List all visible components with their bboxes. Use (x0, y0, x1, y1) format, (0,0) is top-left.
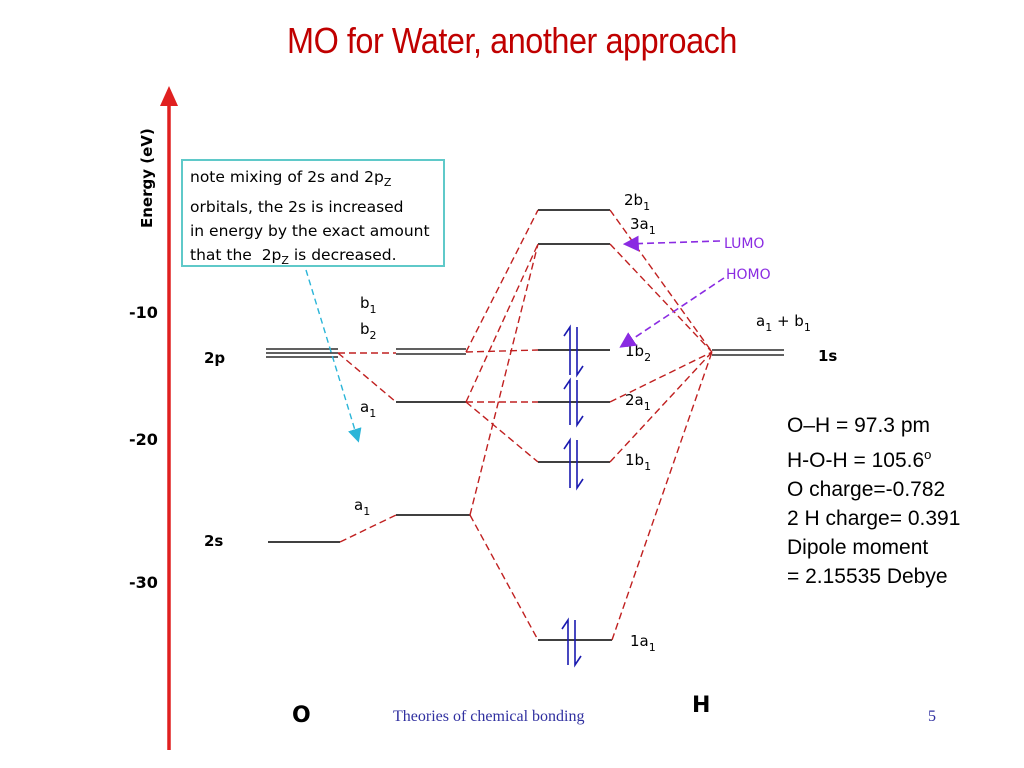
property-dipole-label: Dipole moment (787, 536, 929, 559)
oxygen-2s-label: 2s (204, 532, 223, 550)
note-line-1: note mixing of 2s and 2pZ (190, 168, 392, 190)
hydrogen-symmetry-label: a1 + b1 (756, 312, 811, 334)
page-number: 5 (928, 708, 936, 725)
oxygen-b1-label: b1 (360, 294, 377, 316)
mo-label-1b1: 1b1 (625, 451, 651, 473)
note-pointer-arrow (305, 269, 362, 443)
lumo-arrow (622, 235, 721, 252)
hydrogen-1s-label: 1s (818, 347, 837, 365)
mo-label-2a1: 2a1 (625, 391, 651, 413)
mixing-note-box: note mixing of 2s and 2pZ orbitals, the … (181, 159, 445, 267)
note-line-2: orbitals, the 2s is increased (190, 198, 404, 217)
hydrogen-1s-level (712, 349, 784, 356)
oxygen-b2-label: b2 (360, 320, 377, 342)
tick-label-10: -10 (129, 303, 158, 322)
property-dipole-value: = 2.15535 Debye (787, 565, 948, 588)
note-line-3: in energy by the exact amount (190, 222, 430, 241)
mo-label-1a1: 1a1 (630, 632, 656, 654)
mo-label-1b2: 1b2 (625, 342, 651, 364)
property-hoh-angle: H-O-H = 105.6o (787, 447, 932, 472)
electron-pair-1b2 (563, 324, 584, 378)
oxygen-2p-level (266, 348, 338, 358)
oxygen-b-levels (396, 348, 466, 355)
correlation-lines (337, 209, 713, 641)
property-o-charge: O charge=-0.782 (787, 478, 946, 501)
homo-arrow (619, 277, 725, 348)
oxygen-a1-upper-label: a1 (360, 398, 376, 420)
note-line-4: that the 2pZ is decreased. (190, 246, 397, 268)
electron-pair-1a1 (561, 617, 582, 668)
energy-axis-arrowhead (160, 86, 178, 106)
property-oh-bond: O–H = 97.3 pm (787, 414, 930, 437)
tick-label-20: -20 (129, 430, 158, 449)
oxygen-atom-label: O (292, 703, 311, 728)
energy-axis-label: Energy (eV) (138, 128, 156, 228)
electron-pair-1b1 (563, 437, 584, 491)
property-h-charge: 2 H charge= 0.391 (787, 507, 961, 530)
tick-label-30: -30 (129, 573, 158, 592)
slide-title: MO for Water, another approach (287, 20, 737, 61)
oxygen-2p-label: 2p (204, 349, 225, 367)
mo-label-3a1: 3a1 (630, 215, 656, 237)
oxygen-a1-lower-label: a1 (354, 496, 370, 518)
mo-label-2b1: 2b1 (624, 191, 650, 213)
lumo-label: LUMO (724, 236, 764, 252)
homo-label: HOMO (726, 267, 771, 283)
water-properties: O–H = 97.3 pm H-O-H = 105.6o O charge=-0… (787, 411, 960, 591)
footer-text: Theories of chemical bonding (393, 708, 585, 725)
hydrogen-atom-label: H (692, 693, 710, 718)
electron-pair-2a1 (563, 377, 584, 428)
